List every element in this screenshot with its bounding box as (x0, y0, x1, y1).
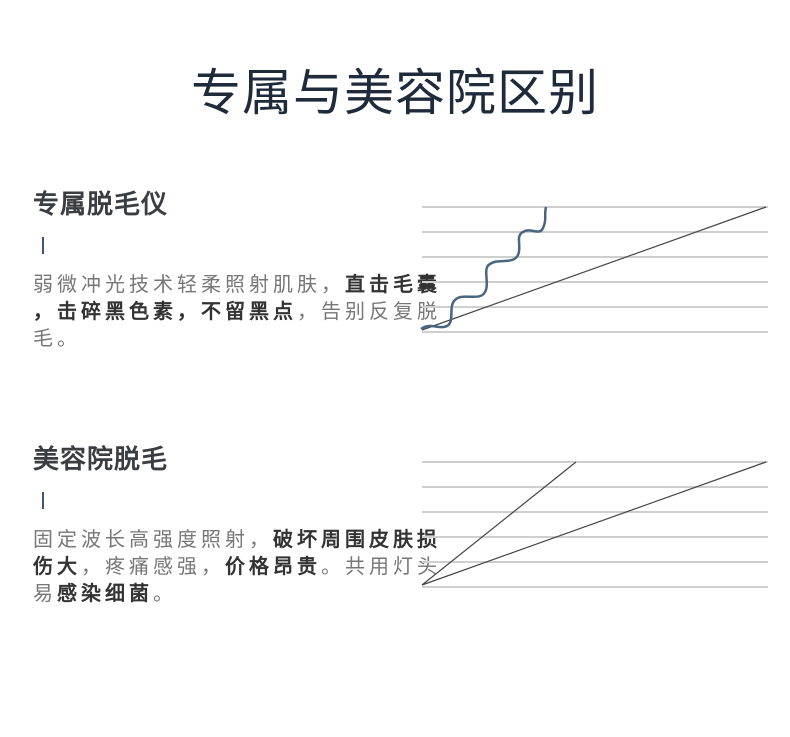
text: 。 (153, 581, 177, 605)
diagonal-line (421, 461, 767, 586)
bold-text: 破坏周围皮肤损 (273, 527, 441, 551)
steep-line (421, 461, 577, 586)
bold-text: 伤大 (33, 554, 81, 578)
diagram-salon (421, 461, 768, 588)
section-salon: 美容院脱毛 固定波长高强度照射，破坏周围皮肤损伤大，疼痛感强，价格昂贵。共用灯头… (33, 442, 437, 607)
text: ，疼痛感强， (81, 554, 225, 578)
description-line: 易感染细菌。 (33, 580, 418, 607)
diagram-device (420, 206, 768, 333)
section-description: 固定波长高强度照射，破坏周围皮肤损伤大，疼痛感强，价格昂贵。共用灯头易感染细菌。 (33, 526, 437, 607)
text: 毛。 (33, 326, 81, 350)
description-line: 毛。 (33, 325, 418, 352)
wave-line (420, 206, 548, 331)
page-title: 专属与美容院区别 (191, 64, 599, 122)
text: 弱微冲光技术轻柔照射肌肤， (33, 272, 345, 296)
bold-text: 直击毛囊 (345, 272, 441, 296)
section-description: 弱微冲光技术轻柔照射肌肤，直击毛囊，击碎黑色素，不留黑点，告别反复脱毛。 (33, 271, 437, 352)
description-line: 固定波长高强度照射，破坏周围皮肤损 (33, 526, 437, 553)
bold-text: 价格昂贵 (225, 554, 321, 578)
section-heading: 美容院脱毛 (33, 445, 169, 475)
description-line: 伤大，疼痛感强，价格昂贵。共用灯头 (33, 553, 437, 580)
description-line: 弱微冲光技术轻柔照射肌肤，直击毛囊 (33, 271, 437, 298)
bold-text: ，击碎黑色素，不留黑点 (33, 299, 297, 323)
text: 。共用灯头 (321, 554, 441, 578)
text: 易 (33, 581, 57, 605)
text: 固定波长高强度照射， (33, 527, 273, 551)
description-line: ，击碎黑色素，不留黑点，告别反复脱 (33, 298, 437, 325)
text: ，告别反复脱 (297, 299, 441, 323)
accent-divider (42, 237, 44, 254)
bold-text: 感染细菌 (57, 581, 153, 605)
accent-divider (42, 492, 44, 509)
section-heading: 专属脱毛仪 (33, 190, 169, 220)
diagonal-line (421, 206, 767, 331)
section-device: 专属脱毛仪 弱微冲光技术轻柔照射肌肤，直击毛囊，击碎黑色素，不留黑点，告别反复脱… (33, 187, 437, 352)
